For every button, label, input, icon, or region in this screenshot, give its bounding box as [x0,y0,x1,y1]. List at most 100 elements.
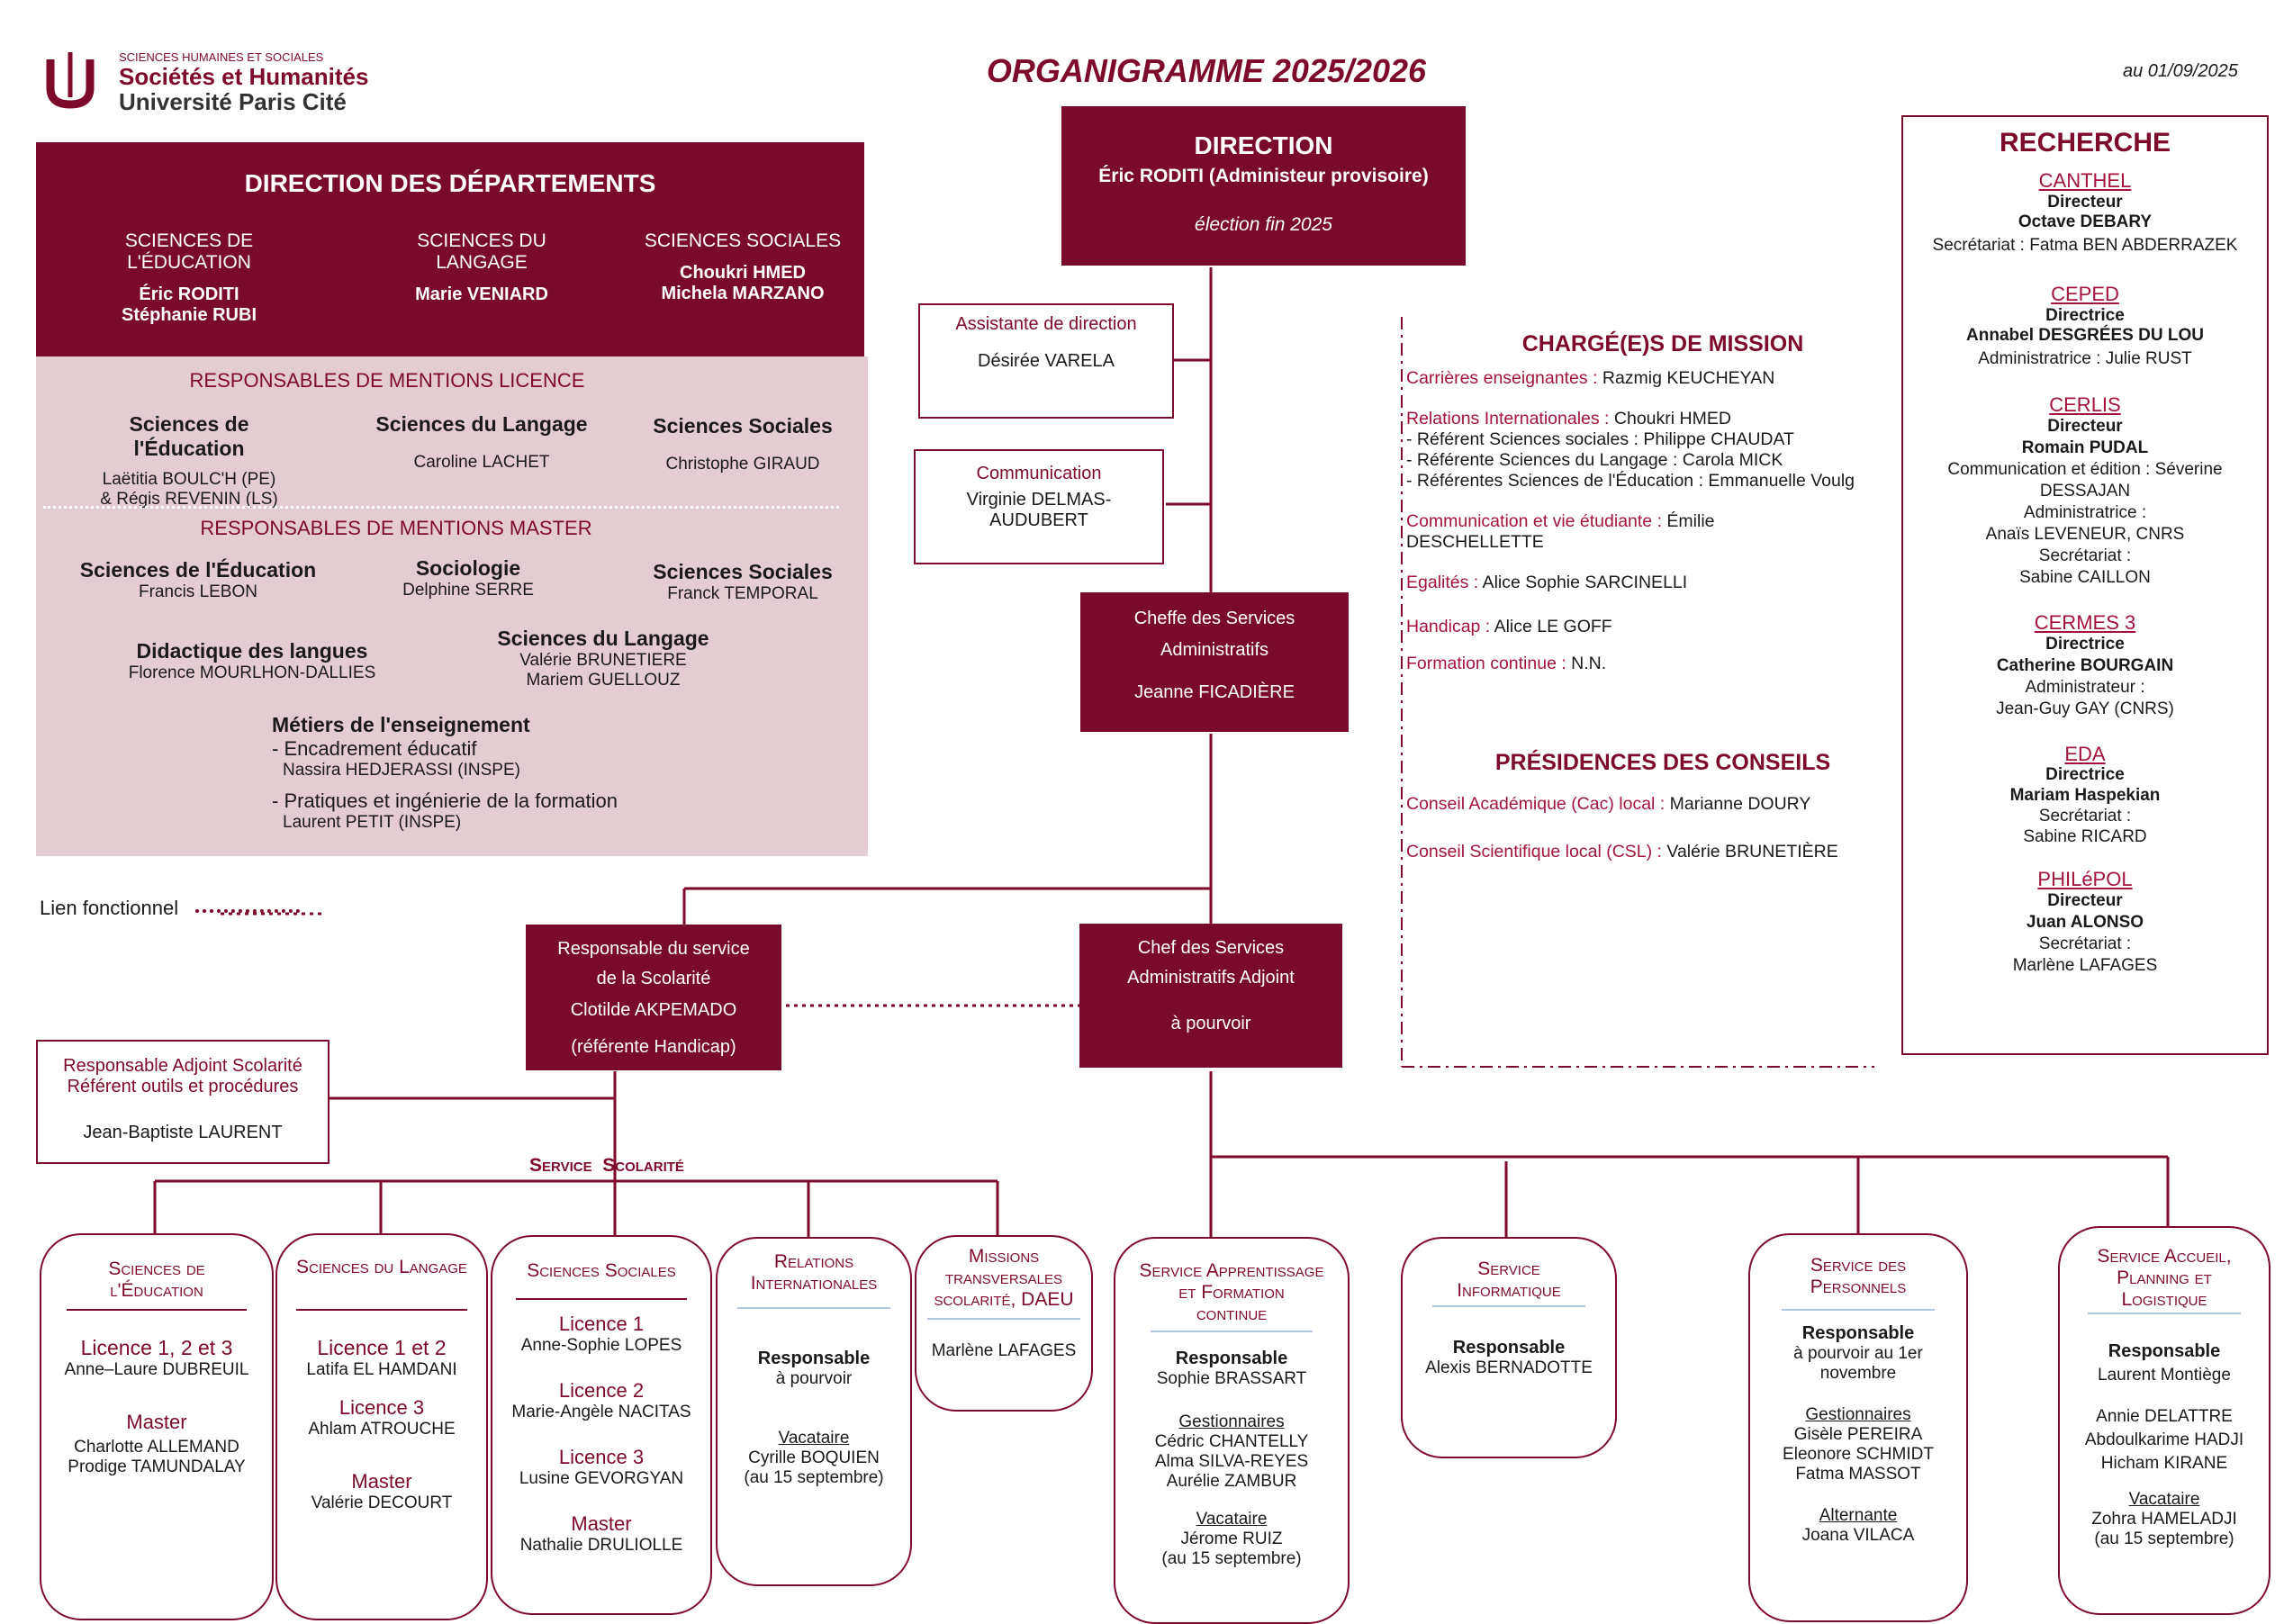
dept-label: SCIENCES SOCIALES [644,230,842,251]
service-title-rule [1432,1305,1585,1307]
service-title: Internationales [750,1273,878,1294]
lab-person: Mariam Haspekian [2009,786,2161,805]
dept-label: SCIENCES DE L'ÉDUCATION [124,230,254,273]
master-person: Mariem GUELLOUZ [526,671,681,690]
presidence-item: Conseil Scientifique local (CSL) : Valér… [1406,842,1838,862]
licence-col-sl: Sciences du Langage Caroline LACHET [369,412,594,473]
logo-bottom-text: Université Paris Cité [119,88,347,115]
master-label: Sciences du Langage [497,627,709,650]
adjoint-scolarite-title: Référent outils et procédures [67,1077,299,1096]
mission-item: Communication et vie étudiante : Émilie [1406,511,1715,531]
service-person: Sophie BRASSART [1156,1369,1307,1388]
cheffe-box: Cheffe des Services Administratifs Jeann… [1080,592,1349,732]
service-section-label: Licence 1, 2 et 3 [80,1336,233,1359]
dept-person: Choukri HMED [680,263,806,283]
lab-role: Directrice [2045,635,2125,654]
lab-name: CERMES 3 [2034,611,2136,634]
service-title: Service [1477,1259,1540,1279]
mission-item: Handicap : Alice LE GOFF [1406,617,1612,636]
departements-title: DIRECTION DES DÉPARTEMENTS [244,169,656,197]
lab-role: Directeur [2047,193,2123,212]
lab-extra: Secrétariat : Fatma BEN ABDERRAZEK [1932,236,2238,255]
service-scolarite-label: Service Scolarité [529,1155,684,1176]
service-person: Hicham KIRANE [2100,1454,2228,1473]
service-title: transversales [944,1268,1063,1288]
service-title: Relations [773,1251,854,1272]
service-sciences-langage: Sciences du Langage Licence 1 et 2 Latif… [275,1233,488,1620]
service-role: Responsable [1175,1349,1288,1368]
logo-mid-text: Sociétés et Humanités [119,63,369,90]
master-label: Sociologie [415,556,521,580]
service-person: Abdoulkarime HADJI [2084,1430,2244,1449]
logo-mark-icon [46,52,95,109]
service-person: Zohra HAMELADJI [2091,1510,2237,1529]
mission-item: Formation continue : N.N. [1406,654,1607,673]
missions-title: CHARGÉ(E)S DE MISSION [1521,331,1804,356]
service-person: Cyrille BOQUIEN [748,1448,880,1467]
master-label: Didactique des langues [136,639,368,663]
service-person: (au 15 septembre) [744,1468,884,1487]
service-person: Valérie DECOURT [311,1493,453,1512]
lab-extra: Jean-Guy GAY (CNRS) [1996,699,2174,718]
service-person: Jérome RUIZ [1180,1529,1283,1548]
scolarite-resp-name: Clotilde AKPEMADO [570,1000,737,1020]
mentions-box: RESPONSABLES DE MENTIONS LICENCE Science… [36,356,868,856]
chef-adjoint-title: Chef des Services [1137,938,1285,958]
master-label: Sciences Sociales [653,560,833,583]
lab-cerlis: CERLIS Directeur Romain PUDAL Communicat… [1903,394,2267,589]
direction-title: DIRECTION [1194,131,1333,159]
service-person: Nathalie DRULIOLLE [519,1536,683,1555]
master-sublabel: - Pratiques et ingénierie de la formatio… [272,789,618,812]
service-role: Gestionnaires [1178,1412,1285,1431]
master-sublabel: - Encadrement éducatif [272,737,477,760]
scolarite-resp-title: Responsable du service [557,939,750,959]
service-person: Gisèle PEREIRA [1793,1425,1923,1444]
adjoint-scolarite-box: Responsable Adjoint Scolarité Référent o… [36,1040,330,1164]
master-sl: Sciences du Langage Valérie BRUNETIERE M… [468,627,738,690]
service-person: Laurent Montiège [2098,1366,2231,1385]
lab-role: Directeur [2047,417,2123,436]
lab-extra: Secrétariat : [2038,546,2132,565]
service-person: Annie DELATTRE [2096,1407,2233,1426]
service-person: Fatma MASSOT [1795,1465,1921,1484]
service-person: Marlène LAFAGES [931,1341,1077,1360]
service-title: Service Accueil, [2097,1246,2232,1267]
mission-item: DESCHELLETTE [1406,532,1544,552]
chef-adjoint-title: Administratifs Adjoint [1127,968,1295,988]
scolarite-resp-box: Responsable du service de la Scolarité C… [526,925,781,1070]
service-section-label: Licence 2 [558,1379,645,1402]
assistante-title: Assistante de direction [955,314,1137,334]
lab-role: Directeur [2047,891,2123,910]
missions-list: Carrières enseignantes : Razmig KEUCHEYA… [1406,368,1897,674]
lab-eda: EDA Directrice Mariam Haspekian Secrétar… [1903,744,2267,847]
service-section-label: Licence 3 [558,1446,645,1468]
licence-label: Sciences du Langage [375,412,588,436]
service-title: Sciences du Langage [296,1257,467,1277]
lab-extra: Secrétariat : [2038,934,2132,953]
legend-dotted-line [194,908,300,913]
service-title-rule [737,1307,890,1309]
service-sciences-sociales: Sciences Sociales Licence 1 Anne-Sophie … [491,1235,712,1615]
service-role: Vacataire [778,1429,850,1448]
lab-canthel: CANTHEL Directeur Octave DEBARY Secrétar… [1903,169,2267,256]
master-label: Sciences de l'Éducation [79,558,317,582]
scolarite-resp-note: (référente Handicap) [571,1037,736,1057]
assistante-box: Assistante de direction Désirée VARELA [918,303,1174,419]
master-ss: Sciences Sociales Franck TEMPORAL [630,560,855,604]
lab-extra: Administratrice : Julie RUST [1978,349,2192,368]
legend-label: Lien fonctionnel [40,897,179,919]
dept-person: Stéphanie RUBI [121,305,257,325]
service-person: novembre [1819,1364,1897,1383]
mentions-divider [43,506,839,509]
master-metiers: Métiers de l'enseignement - Encadrement … [272,713,848,833]
lab-extra: Communication et édition : Séverine [1947,460,2223,479]
lab-person: Romain PUDAL [2021,438,2149,457]
cheffe-title: Cheffe des Services [1133,609,1295,628]
service-title-rule [2088,1313,2241,1314]
logo: SCIENCES HUMAINES ET SOCIALES Sociétés e… [43,50,385,115]
service-relations-internationales: Relations Internationales Responsable à … [716,1237,912,1586]
service-person: à pourvoir [775,1369,853,1388]
service-title: Informatique [1457,1280,1561,1301]
lab-extra: Sabine CAILLON [2019,568,2151,587]
